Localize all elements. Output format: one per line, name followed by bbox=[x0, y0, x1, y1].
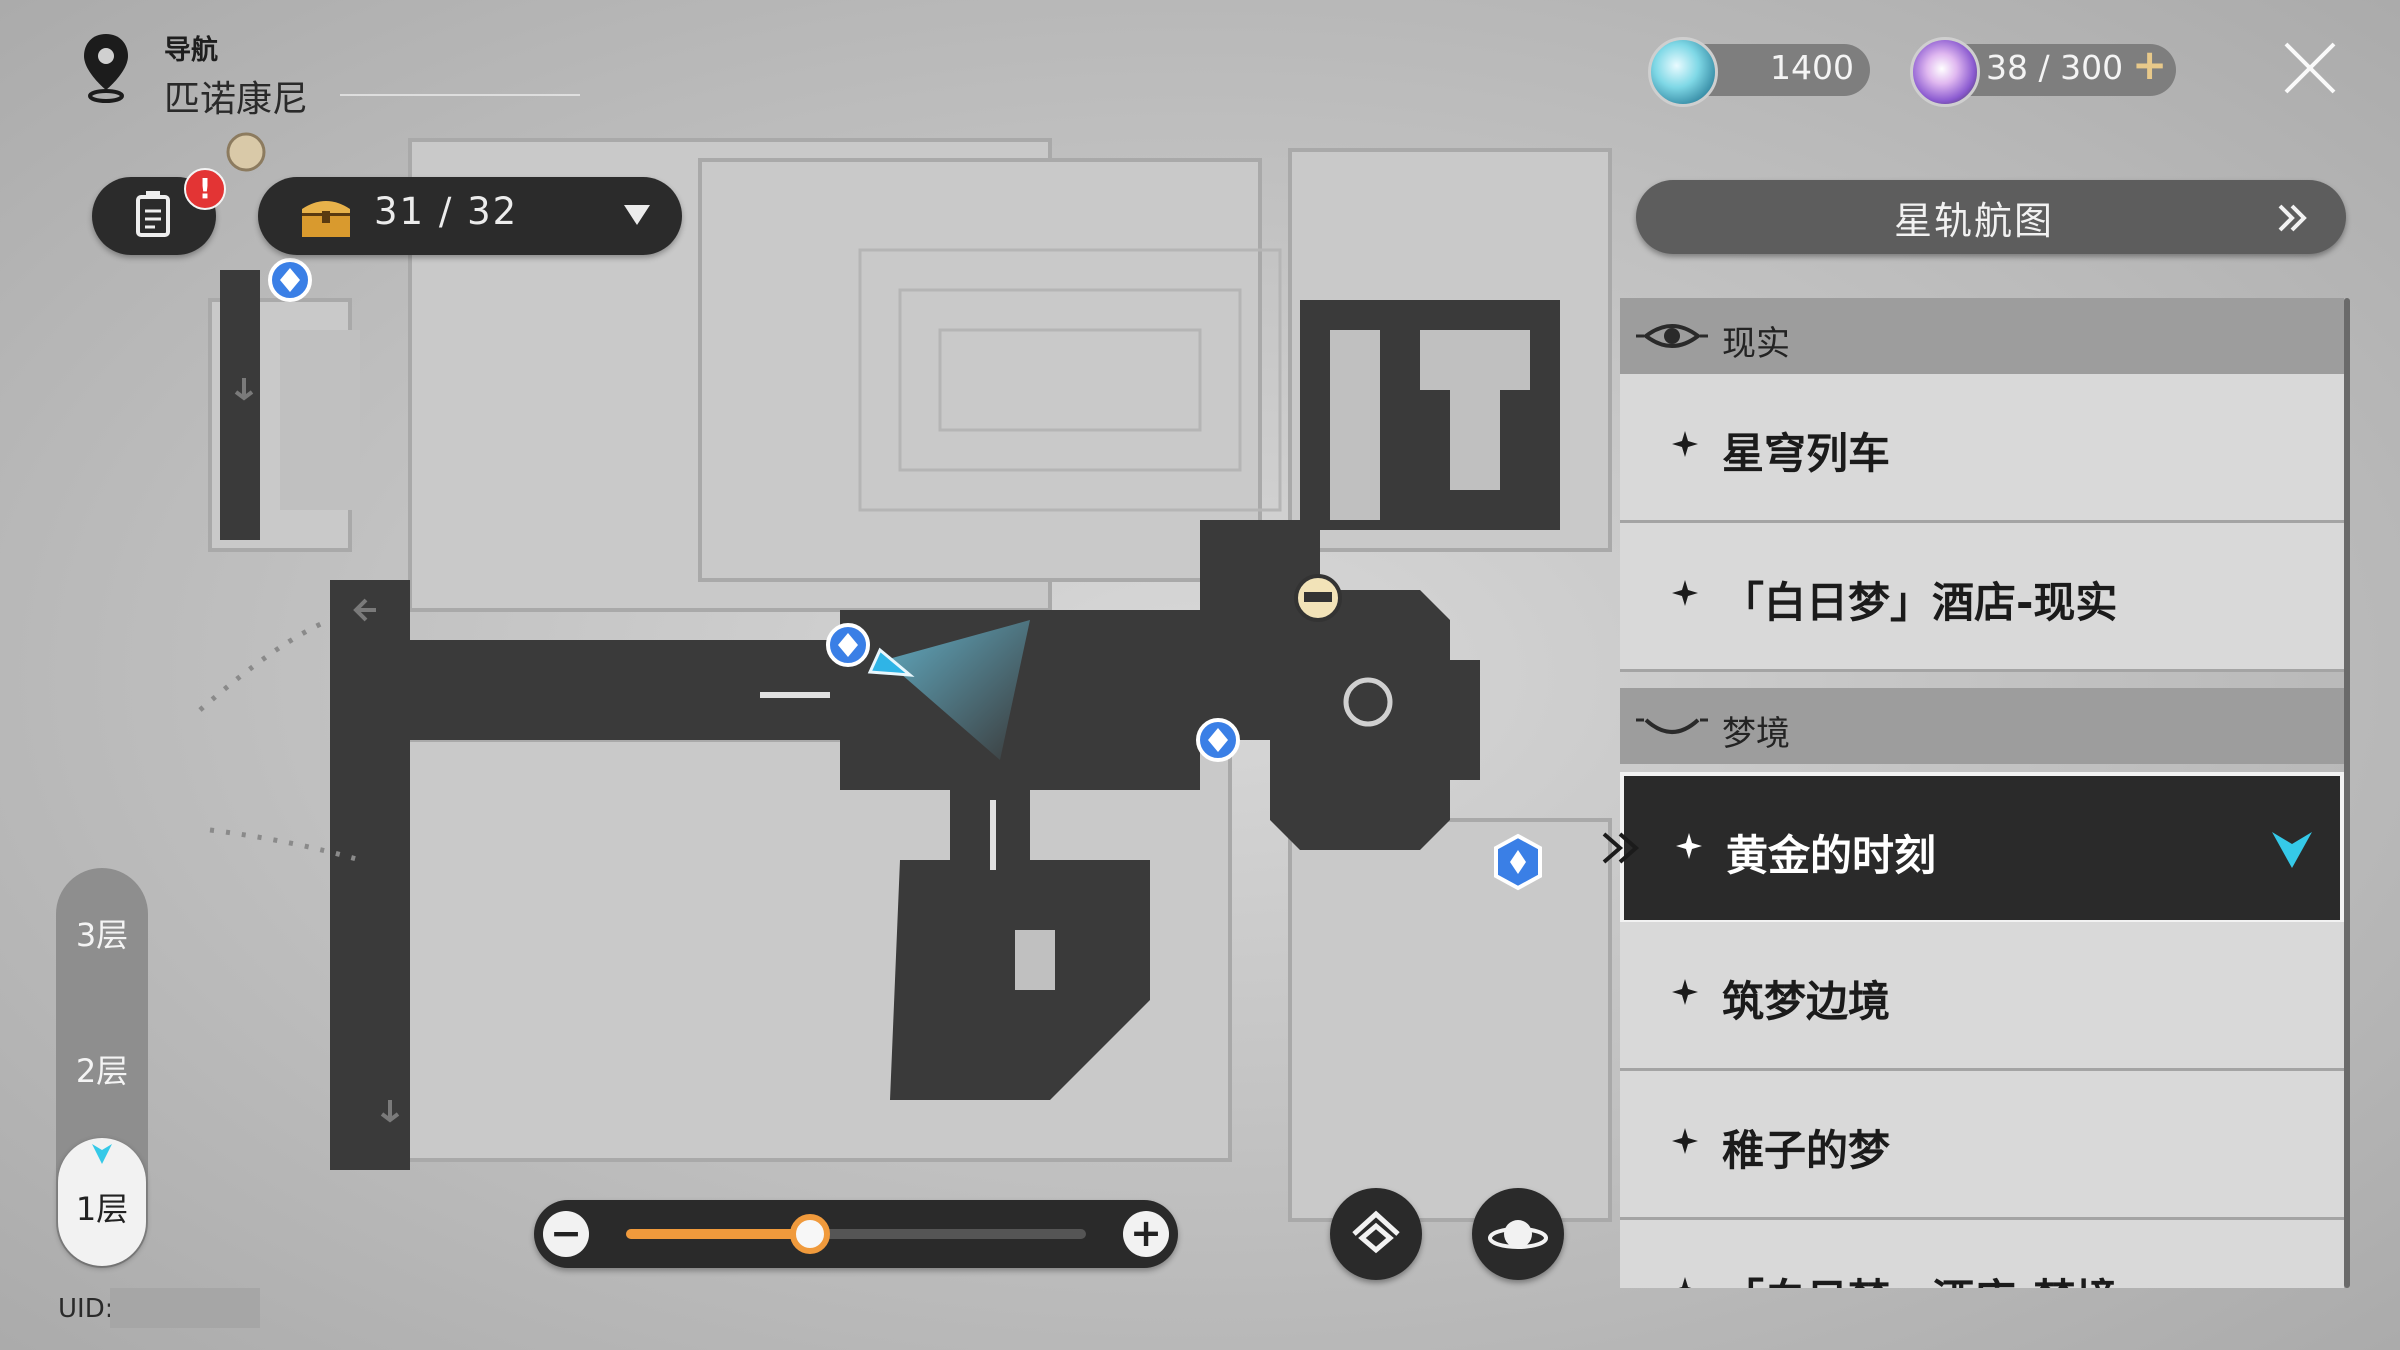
map-plaza-circle bbox=[1343, 677, 1393, 727]
player-arrow-icon bbox=[867, 647, 915, 677]
sparkle-icon bbox=[1672, 979, 1698, 1005]
current-floor-marker-icon bbox=[92, 1144, 112, 1164]
floor-1-button[interactable]: 1层 bbox=[58, 1138, 146, 1266]
double-chevron-right-icon bbox=[2278, 204, 2307, 232]
sparkle-icon bbox=[1672, 431, 1698, 457]
list-item-label: 筑梦边境 bbox=[1722, 977, 1891, 1026]
zoom-slider-fill bbox=[626, 1229, 810, 1239]
category-reality: 现实 bbox=[1620, 298, 2344, 374]
quest-log-icon bbox=[136, 191, 170, 237]
list-item-label: 「白日梦」酒店-现实 bbox=[1722, 578, 2118, 627]
sparkle-icon bbox=[1678, 1277, 1692, 1288]
floor-label: 3层 bbox=[75, 916, 129, 954]
category-label: 梦境 bbox=[1722, 714, 1790, 754]
list-item[interactable]: 稚子的梦 bbox=[1620, 1071, 2344, 1220]
trailblaze-power-icon bbox=[1910, 37, 1980, 107]
uid-label: UID: bbox=[58, 1294, 114, 1324]
sparkle-icon bbox=[1676, 833, 1702, 859]
selection-pointer-icon bbox=[1602, 832, 1640, 864]
floor-2-button[interactable]: 2层 bbox=[56, 1004, 148, 1124]
sparkle-icon bbox=[1672, 1128, 1698, 1154]
map-dotted-trail bbox=[198, 617, 331, 712]
floor-label: 1层 bbox=[75, 1190, 129, 1228]
zoom-out-button[interactable]: − bbox=[543, 1211, 589, 1257]
zoom-in-button[interactable]: + bbox=[1123, 1211, 1169, 1257]
quest-alert-badge: ! bbox=[184, 168, 226, 210]
eye-icon bbox=[1636, 324, 1708, 348]
star-rail-map-label: 星轨航图 bbox=[1893, 199, 2054, 243]
list-item-label: 稚子的梦 bbox=[1722, 1126, 1891, 1175]
list-item-label: 黄金的时刻 bbox=[1726, 831, 1937, 880]
map-arrow-icon bbox=[234, 378, 400, 1123]
current-location-marker-icon bbox=[2272, 832, 2312, 868]
list-item-label: 星穹列车 bbox=[1722, 429, 1891, 478]
location-pin-icon bbox=[84, 34, 128, 103]
uid-redacted bbox=[110, 1288, 260, 1328]
quest-marker-icon bbox=[226, 132, 266, 172]
planet-icon bbox=[1488, 1220, 1548, 1249]
map-walkable-area bbox=[220, 270, 1560, 1170]
floor-3-button[interactable]: 3层 bbox=[56, 868, 148, 988]
trailblaze-power-amount: 38 / 300 bbox=[1986, 48, 2124, 87]
nav-label: 导航 bbox=[164, 35, 218, 66]
location-list-panel[interactable]: 现实 星穹列车 「白日梦」酒店-现实 梦境 黄金的时刻 筑梦边境 稚子的梦 「白… bbox=[1620, 298, 2350, 1288]
zoom-slider-handle[interactable] bbox=[790, 1214, 830, 1254]
nav-location-name: 匹诺康尼 bbox=[164, 79, 309, 120]
star-rail-map-button[interactable] bbox=[1636, 180, 2346, 254]
category-dreamscape: 梦境 bbox=[1620, 688, 2344, 764]
planet-button[interactable] bbox=[1472, 1188, 1564, 1280]
map-inner-light bbox=[280, 330, 1530, 990]
list-item[interactable]: 「白日梦」酒店-现实 bbox=[1620, 523, 2344, 672]
calyx-icon bbox=[1494, 833, 1542, 891]
space-anchor-icon bbox=[268, 258, 312, 302]
player-view-cone bbox=[885, 620, 1030, 760]
closed-eye-icon bbox=[1636, 718, 1708, 734]
list-item[interactable]: 筑梦边境 bbox=[1620, 922, 2344, 1071]
stellar-jade-icon bbox=[1648, 37, 1718, 107]
chest-count: 31 / 32 bbox=[374, 190, 519, 233]
list-item-label: 「白日梦」酒店-梦境 bbox=[1722, 1266, 2117, 1288]
nav-divider bbox=[340, 94, 580, 96]
home-return-icon bbox=[1352, 1210, 1400, 1254]
floor-label: 2层 bbox=[75, 1052, 129, 1090]
npc-merchant-icon bbox=[1294, 574, 1342, 622]
list-item[interactable]: 星穹列车 bbox=[1620, 374, 2344, 523]
map-inner-pattern bbox=[858, 248, 1282, 512]
list-item[interactable]: 「白日梦」酒店-梦境 bbox=[1620, 1220, 2344, 1288]
close-icon[interactable] bbox=[2280, 38, 2340, 98]
list-item-selected[interactable]: 黄金的时刻 bbox=[1620, 772, 2344, 924]
home-button[interactable] bbox=[1330, 1188, 1422, 1280]
chevron-down-icon bbox=[624, 205, 650, 225]
list-scrollbar[interactable] bbox=[2344, 298, 2350, 1288]
treasure-chest-icon bbox=[302, 201, 350, 237]
zoom-slider-track[interactable] bbox=[626, 1229, 1086, 1239]
add-power-button[interactable]: + bbox=[2132, 40, 2168, 89]
category-label: 现实 bbox=[1722, 324, 1790, 364]
space-anchor-icon bbox=[826, 623, 870, 667]
stellar-jade-amount: 1400 bbox=[1770, 48, 1854, 87]
sparkle-icon bbox=[1672, 580, 1698, 606]
space-anchor-icon bbox=[1196, 718, 1240, 762]
